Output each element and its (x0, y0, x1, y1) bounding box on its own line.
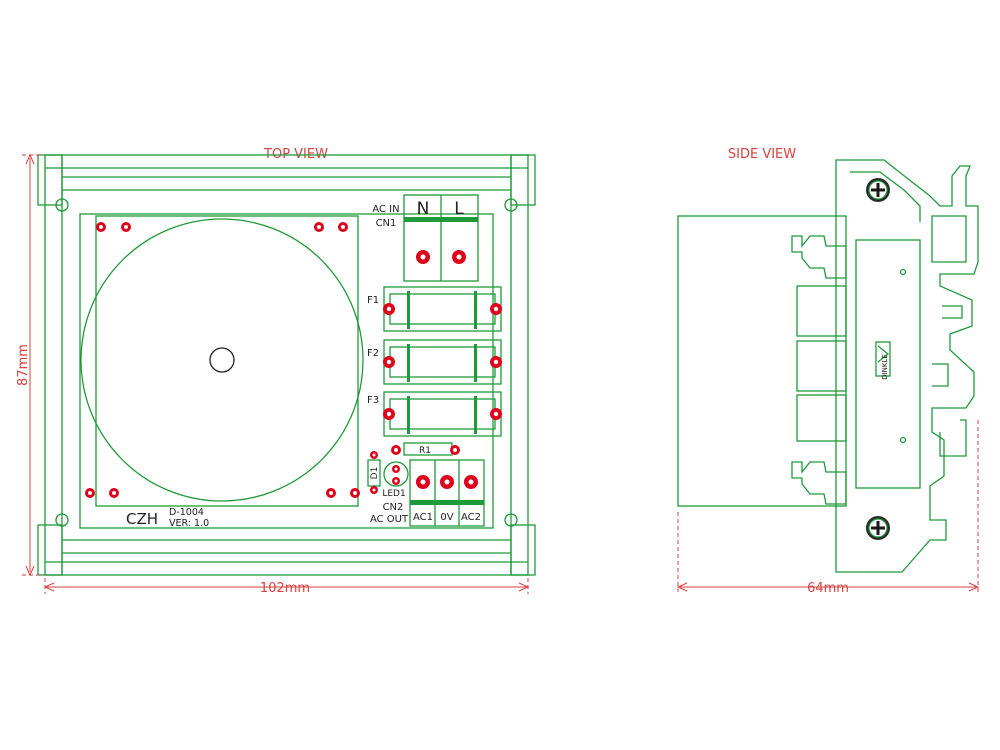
side-view-title: SIDE VIEW (728, 147, 796, 162)
cn1-terminal-block: AC IN CN1 N L (372, 194, 479, 282)
pcb-outline (79, 213, 494, 529)
dimension-height: 87mm (16, 153, 44, 577)
fuse-f3: F3 (367, 391, 502, 437)
transformer-pads (85, 222, 360, 498)
brand-label: CZH (126, 510, 158, 528)
side-din-clip: DINKLE (835, 159, 979, 573)
model-label: D-1004 (169, 507, 204, 518)
toroidal-transformer (80, 215, 364, 507)
cn2-pin-0v: 0V (440, 512, 453, 523)
cn1-label: CN1 (376, 218, 397, 229)
cn2-pin-ac1: AC1 (413, 512, 433, 523)
fuse-f2: F2 (367, 339, 502, 385)
fuse-f1-label: F1 (367, 295, 379, 306)
resistor-r1: R1 (391, 442, 460, 456)
led-led1: LED1 (382, 461, 409, 499)
version-label: VER: 1.0 (169, 518, 209, 529)
side-terminal-blocks (791, 235, 847, 505)
cn1-pin-n: N (417, 199, 430, 219)
side-screw-bottom (866, 516, 890, 540)
cn2-terminal-block: CN2 AC OUT AC1 0V AC2 (370, 459, 485, 527)
side-screw-top (866, 178, 890, 202)
dimension-height-label: 87mm (16, 344, 31, 386)
cn2-out-label: AC OUT (370, 514, 409, 525)
top-view: TOP VIEW (16, 147, 536, 596)
cn1-label-acin: AC IN (372, 204, 399, 215)
dimension-top-width: 102mm (43, 578, 530, 596)
cn2-pin-ac2: AC2 (461, 512, 481, 523)
fuse-f2-label: F2 (367, 348, 379, 359)
side-view: SIDE VIEW DINKLE (676, 147, 980, 596)
cn1-pin-l: L (454, 199, 464, 219)
resistor-r1-label: R1 (419, 446, 431, 456)
led-led1-label: LED1 (382, 489, 405, 499)
top-rail-enclosure (37, 154, 536, 576)
cn2-label: CN2 (383, 502, 404, 513)
fuse-f3-label: F3 (367, 395, 379, 406)
dimension-top-width-label: 102mm (260, 581, 310, 596)
dimension-side-width: 64mm (676, 420, 980, 596)
diode-d1-label: D1 (370, 467, 380, 480)
rail-brand-label: DINKLE (881, 354, 889, 380)
dimension-side-width-label: 64mm (807, 581, 849, 596)
fuse-f1: F1 (367, 286, 502, 332)
diode-d1: D1 (367, 451, 381, 494)
